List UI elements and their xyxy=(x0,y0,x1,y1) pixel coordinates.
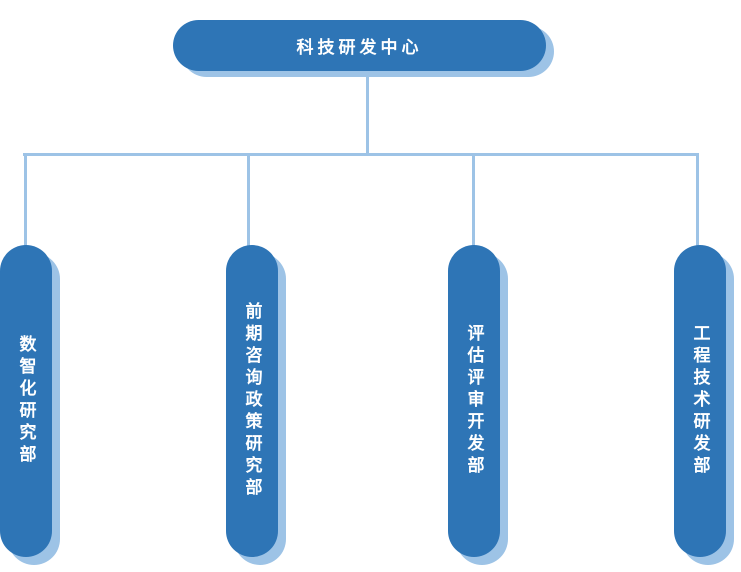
connector-stem xyxy=(366,71,369,156)
root-node: 科技研发中心 xyxy=(173,20,546,71)
connector-drop-4 xyxy=(696,156,699,246)
dept-pill-digital-research: 数智化研究部 xyxy=(0,245,52,557)
connector-drop-3 xyxy=(472,156,475,246)
connector-horizontal xyxy=(23,153,699,156)
connector-drop-2 xyxy=(247,156,250,246)
dept-pill-label: 工程技术研发部 xyxy=(690,324,710,478)
dept-pill-engineering-technology-rd: 工程技术研发部 xyxy=(674,245,726,557)
dept-pill-early-consulting-policy-research: 前期咨询政策研究部 xyxy=(226,245,278,557)
dept-pill-label: 前期咨询政策研究部 xyxy=(242,302,262,500)
root-node-label: 科技研发中心 xyxy=(296,38,423,57)
dept-pill-evaluation-review-development: 评估评审开发部 xyxy=(448,245,500,557)
connector-drop-1 xyxy=(24,156,27,246)
dept-pill-label: 评估评审开发部 xyxy=(464,324,484,478)
dept-pill-label: 数智化研究部 xyxy=(16,335,36,467)
